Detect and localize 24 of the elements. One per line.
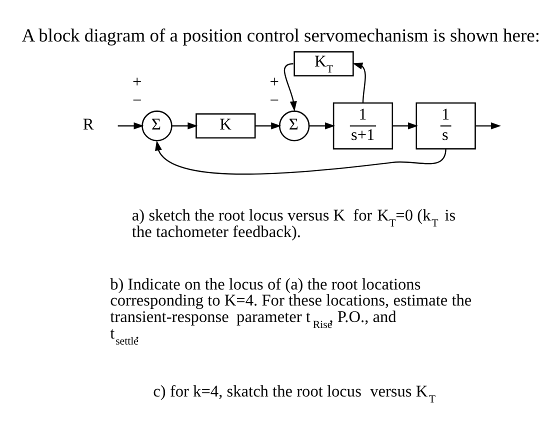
diagram-title: A block diagram of a position control servomechanism is shown here: xyxy=(22,26,540,47)
node-box: K$_{T}$ xyxy=(294,51,354,76)
arrow xyxy=(476,122,501,130)
node-label: − xyxy=(132,90,142,110)
node-box: K xyxy=(196,113,256,139)
node-circle: Σ xyxy=(278,110,310,142)
arrow xyxy=(255,122,282,130)
node-label: + xyxy=(132,72,142,92)
arrow xyxy=(284,63,297,112)
node-box: 1 s+1 xyxy=(332,102,394,150)
arrow xyxy=(172,122,198,130)
arrow xyxy=(309,122,336,130)
node-label: − xyxy=(270,90,280,110)
node-box: 1 s xyxy=(416,102,476,150)
label: a) sketch the root locus versus K for K$_{T}$=0 (k$_{T}$ is the tachometer feedback). xyxy=(132,206,456,242)
arrow xyxy=(392,122,418,130)
arrow xyxy=(155,140,446,175)
arrow xyxy=(352,62,366,104)
label: c) for k=4, skatch the root locus versus K$_{T}$ xyxy=(153,382,436,406)
node-label: + xyxy=(270,72,280,92)
node-text: R xyxy=(82,114,94,134)
node-circle: Σ xyxy=(142,110,172,142)
label: b) Indicate on the locus of (a) the root locations corresponding to K=4. For these locations, estimate the transient-response parameter t$_{Rise}$, P.O., and t$_{settle}$. xyxy=(110,274,472,348)
arrow xyxy=(118,122,144,130)
